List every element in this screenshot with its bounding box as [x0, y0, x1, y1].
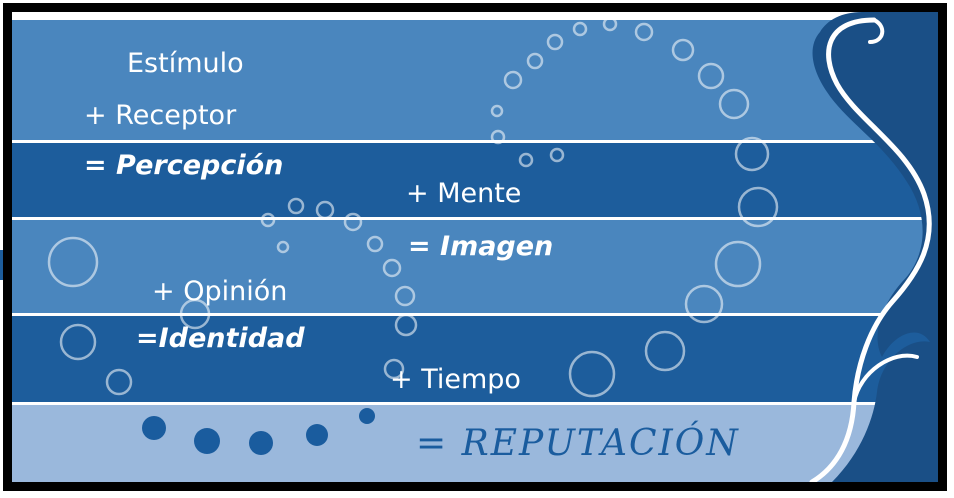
- decorative-circles-and-swirl: [47, 12, 938, 482]
- text-imagen: = Imagen: [408, 231, 554, 262]
- text-receptor: + Receptor: [84, 100, 237, 131]
- graphic-frame: Estímulo + Receptor = Percepción + Mente…: [3, 3, 947, 491]
- reputation-graphic: Estímulo + Receptor = Percepción + Mente…: [12, 12, 938, 482]
- text-reputacion: = REPUTACIÓN: [416, 423, 740, 464]
- text-percepcion: = Percepción: [84, 150, 284, 181]
- text-identidad: =Identidad: [136, 323, 305, 354]
- band-reputacion: [12, 405, 938, 482]
- text-opinion: + Opinión: [152, 276, 288, 307]
- band-imagen-opinion: [12, 220, 938, 313]
- text-estimulo: Estímulo: [127, 48, 244, 79]
- band-identidad-tiempo: [12, 316, 938, 402]
- band-estimulo-receptor: [12, 20, 938, 140]
- text-mente: + Mente: [406, 178, 522, 209]
- text-tiempo: + Tiempo: [390, 364, 521, 395]
- band-percepcion-mente: [12, 143, 938, 217]
